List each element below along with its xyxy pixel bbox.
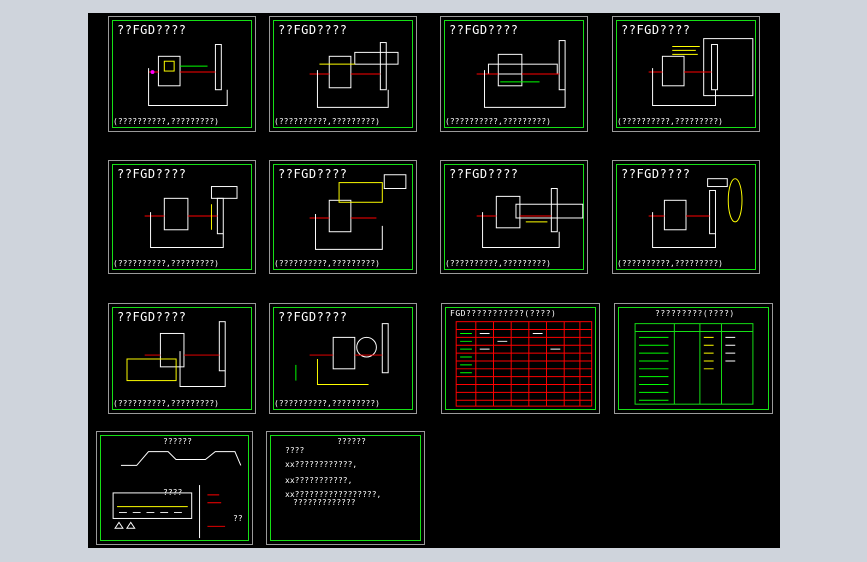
sheet-note: ?? (233, 514, 243, 523)
sheet-caption: (??????????,?????????) (445, 259, 551, 268)
sheet-caption: (??????????,?????????) (617, 259, 723, 268)
flow-diagram (309, 42, 399, 108)
sheet-caption: (??????????,?????????) (113, 399, 219, 408)
flow-diagram (309, 174, 407, 250)
sheet-border (273, 307, 413, 410)
sheet-border (273, 164, 413, 270)
notes-heading: ???? (285, 446, 305, 455)
flow-diagram (648, 38, 754, 106)
sheet-title: ??FGD???? (117, 167, 187, 181)
flow-diagram (476, 188, 584, 248)
sheet-title: ??FGD???? (117, 310, 187, 324)
sheet-7[interactable]: ??FGD???? (??????????,?????????) (440, 160, 588, 274)
sheet-12-table[interactable]: ?????????(????) (614, 303, 773, 414)
sheet-border (112, 20, 252, 128)
sheet-9[interactable]: ??FGD???? (??????????,?????????) (108, 303, 256, 414)
sheet-11-table[interactable]: FGD???????????(????) (441, 303, 600, 414)
notes-title: ?????? (337, 437, 366, 446)
sheet-border (618, 307, 769, 410)
sheet-1[interactable]: ??FGD???? (??????????,?????????) (108, 16, 256, 132)
sheet-caption: (??????????,?????????) (274, 399, 380, 408)
sheet-border (444, 20, 584, 128)
notes-line-2: xx???????????, (285, 476, 353, 485)
sheet-caption: (??????????,?????????) (445, 117, 551, 126)
sheet-border (112, 307, 252, 410)
sheet-13[interactable]: ?????? ???? ?? (96, 431, 253, 545)
sheet-caption: (??????????,?????????) (617, 117, 723, 126)
sheet-caption: (??????????,?????????) (113, 117, 219, 126)
sheet-4[interactable]: ??FGD???? (??????????,?????????) (612, 16, 760, 132)
sheet-title: ?????????(????) (655, 309, 735, 318)
sheet-title: FGD???????????(????) (450, 309, 557, 318)
drawing-canvas[interactable]: ??FGD???? (??????????,?????????) ??FGD??… (88, 13, 780, 548)
sheet-border (273, 20, 413, 128)
sheet-caption: (??????????,?????????) (113, 259, 219, 268)
sheet-border (112, 164, 252, 270)
flow-diagram (648, 178, 743, 248)
sheet-title: ??FGD???? (449, 167, 519, 181)
flow-diagram (295, 323, 389, 386)
sheet-title: ??FGD???? (278, 310, 348, 324)
flow-diagram (148, 44, 228, 106)
sheet-title: ??FGD???? (621, 23, 691, 37)
notes-line-1: xx????????????, (285, 460, 358, 469)
layout-diagram (112, 451, 242, 539)
flow-diagram (476, 40, 566, 108)
sheet-border (270, 435, 421, 541)
parameter-table-grid (634, 323, 754, 405)
sheet-border (616, 164, 756, 270)
sheet-2[interactable]: ??FGD???? (??????????,?????????) (269, 16, 417, 132)
sheet-8[interactable]: ??FGD???? (??????????,?????????) (612, 160, 760, 274)
sheet-border (445, 307, 596, 410)
sheet-title: ??FGD???? (117, 23, 187, 37)
sheet-title: ??FGD???? (278, 167, 348, 181)
sheet-caption: (??????????,?????????) (274, 259, 380, 268)
sheet-border (616, 20, 756, 128)
sheet-border (100, 435, 249, 541)
sheet-3[interactable]: ??FGD???? (??????????,?????????) (440, 16, 588, 132)
sheet-6[interactable]: ??FGD???? (??????????,?????????) (269, 160, 417, 274)
data-table-grid (455, 321, 593, 407)
flow-diagram (144, 186, 238, 248)
sheet-title: ?????? (163, 437, 192, 446)
notes-line-4: ????????????? (293, 498, 356, 507)
sheet-10[interactable]: ??FGD???? (??????????,?????????) (269, 303, 417, 414)
sheet-14-notes[interactable]: ?????? ???? xx????????????, xx??????????… (266, 431, 425, 545)
sheet-title: ??FGD???? (449, 23, 519, 37)
sheet-caption: (??????????,?????????) (274, 117, 380, 126)
sheet-5[interactable]: ??FGD???? (??????????,?????????) (108, 160, 256, 274)
sheet-title: ??FGD???? (278, 23, 348, 37)
sheet-border (444, 164, 584, 270)
notes-line-3: xx?????????????????, (285, 490, 382, 499)
sheet-title: ??FGD???? (621, 167, 691, 181)
flow-diagram (126, 321, 226, 387)
